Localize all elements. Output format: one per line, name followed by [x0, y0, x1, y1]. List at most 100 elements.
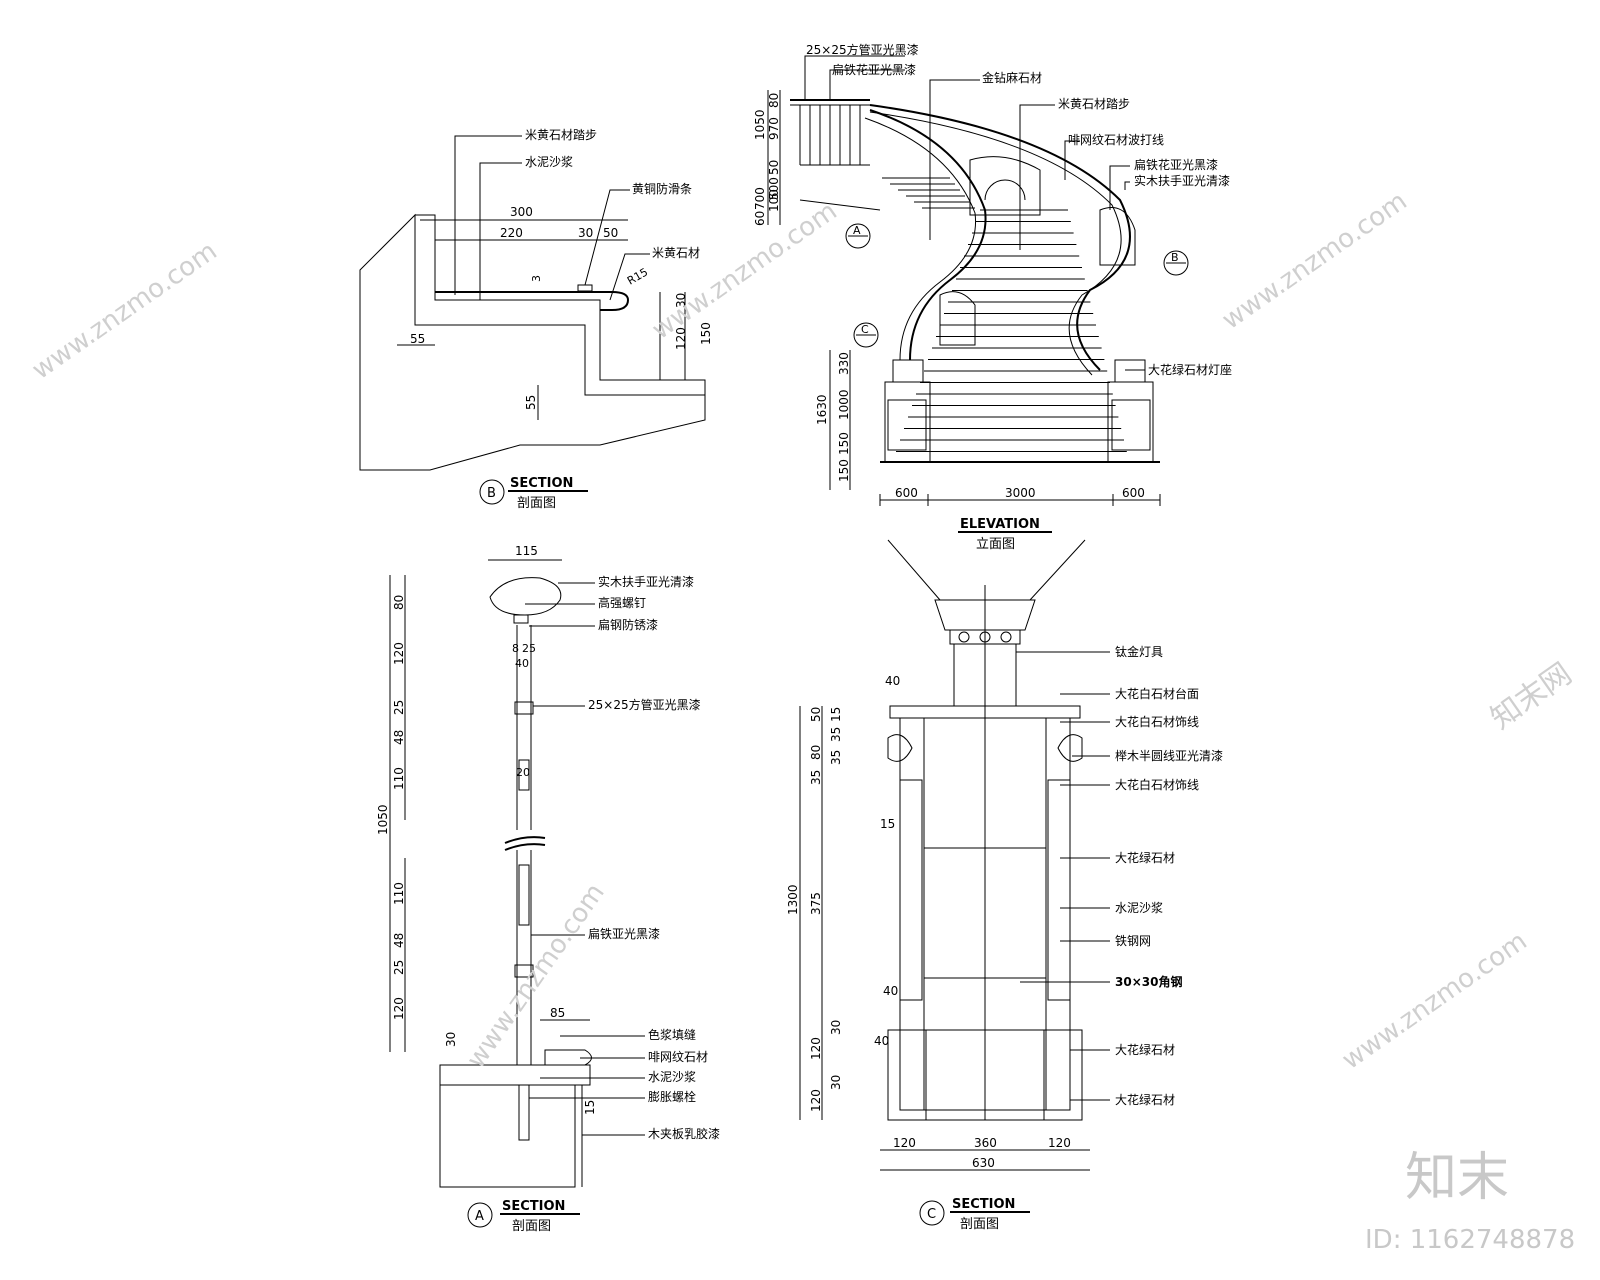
elev-vdim-bottom-0: 330 — [837, 352, 851, 375]
section-a-title: SECTION — [502, 1199, 565, 1214]
section-a-note-screw: 高强螺钉 — [598, 595, 646, 610]
section-b-note-stone: 米黄石材 — [652, 246, 700, 260]
elev-vdim-top-5: 700 — [753, 187, 767, 210]
section-c-marker — [919, 1200, 945, 1226]
section-c-ldim-40c: 40 — [874, 1034, 889, 1048]
elev-vdim-top-3: 50 — [767, 160, 781, 175]
section-a-subtitle: 剖面图 — [512, 1219, 551, 1234]
elev-note-tube: 25×25方管亚光黑漆 — [806, 42, 919, 57]
section-c-subtitle: 剖面图 — [960, 1217, 999, 1232]
section-b-dim-220: 220 — [500, 226, 523, 240]
section-b-title: SECTION — [510, 476, 573, 491]
section-a-vdim-3: 48 — [392, 730, 406, 745]
watermark-brand: 知末 — [1405, 1148, 1509, 1208]
section-b-dim-300: 300 — [510, 205, 533, 219]
elev-vdim-top-4: 500 — [767, 177, 781, 200]
section-c-vdim-4: 35 — [829, 750, 843, 765]
watermark-site-1: www.znzmo.com — [27, 236, 223, 386]
section-c-vdim-0: 50 — [809, 707, 823, 722]
elev-note-tread: 米黄石材踏步 — [1058, 97, 1130, 111]
section-a-vdim-8: 25 — [392, 960, 406, 975]
section-c-title: SECTION — [952, 1197, 1015, 1212]
elev-marker-a: A — [845, 223, 871, 249]
section-b-dim-55a: 55 — [410, 332, 425, 346]
section-a-note-tube: 25×25方管亚光黑漆 — [588, 697, 701, 712]
elev-vdim-top-0: 80 — [767, 93, 781, 108]
section-a-dim-15: 15 — [583, 1100, 597, 1115]
elev-vdim-top-7: 60 — [753, 211, 767, 226]
watermark-cn-1: 知末网 — [1485, 656, 1579, 736]
section-c-vdim-2: 35 — [829, 727, 843, 742]
section-c-vdim-7: 375 — [809, 892, 823, 915]
elev-note-border: 啡网纹石材波打线 — [1068, 133, 1164, 147]
section-a-dim-115: 115 — [515, 544, 538, 558]
section-a-vdim-2: 25 — [392, 700, 406, 715]
section-c-ldim-40b: 40 — [883, 984, 898, 998]
section-a-note-plywood: 木夹板乳胶漆 — [648, 1126, 720, 1141]
elev-note-granite: 金钻麻石材 — [982, 70, 1042, 85]
section-a-vdim-7: 48 — [392, 933, 406, 948]
watermark-site-4: www.znzmo.com — [461, 878, 611, 1074]
svg-text:C: C — [861, 323, 869, 336]
section-a-note-bolt: 膨胀螺栓 — [648, 1089, 696, 1104]
elev-marker-c: C — [853, 322, 879, 348]
section-c-note-0: 钛金灯具 — [1115, 644, 1163, 659]
elevation-subtitle: 立面图 — [976, 537, 1015, 552]
elev-vdim-top-2: 1050 — [753, 109, 767, 140]
section-a-dim-40: 40 — [515, 657, 529, 670]
section-c-note-5: 大花绿石材 — [1115, 850, 1175, 865]
section-b-dim-30v: 30 — [674, 293, 688, 308]
elev-vdim-bottom-2: 1630 — [815, 394, 829, 425]
section-c-note-6: 水泥沙浆 — [1115, 900, 1163, 915]
section-c-vdim-6: 1300 — [786, 884, 800, 915]
section-b-note-tread: 米黄石材踏步 — [525, 128, 597, 142]
section-c-vdim-9: 120 — [809, 1037, 823, 1060]
elevation-title: ELEVATION — [960, 517, 1040, 532]
section-b-dim-3: 3 — [530, 275, 543, 282]
section-a-dim-30: 30 — [444, 1032, 458, 1047]
elev-vdim-bottom-4: 150 — [837, 459, 851, 482]
section-b-subtitle: 剖面图 — [517, 496, 556, 511]
section-b-marker-letter: B — [487, 486, 496, 501]
section-c-hdim-630: 630 — [972, 1156, 995, 1170]
section-c-note-3: 榉木半圆线亚光清漆 — [1115, 749, 1223, 763]
section-b-marker — [479, 479, 505, 505]
section-c-hdim-360: 360 — [974, 1136, 997, 1150]
section-a-vdim-1: 120 — [392, 642, 406, 665]
watermark: www.znzmo.com www.znzmo.com www.znzmo.co… — [27, 186, 1579, 1255]
section-b-dim-50: 50 — [603, 226, 618, 240]
section-a-note-marble: 啡网纹石材 — [648, 1050, 708, 1064]
section-c-hdim-120-left: 120 — [893, 1136, 916, 1150]
section-b-dim-150: 150 — [699, 322, 713, 345]
section-c-note-8: 30×30角钢 — [1115, 974, 1182, 989]
section-c-vdim-1: 15 — [829, 707, 843, 722]
section-c-ldim-40a: 40 — [885, 674, 900, 688]
section-a-note-flatbar: 扁钢防锈漆 — [598, 617, 658, 632]
section-a-note-grout: 色浆填缝 — [648, 1027, 696, 1042]
elev-note-lampbase: 大花绿石材灯座 — [1148, 362, 1232, 377]
section-a-vdim-0: 80 — [392, 595, 406, 610]
svg-text:B: B — [1171, 251, 1179, 264]
section-a-marker — [467, 1202, 493, 1228]
section-c-vdim-3: 80 — [809, 745, 823, 760]
section-c-note-2: 大花白石材饰线 — [1115, 714, 1199, 729]
section-b-note-mortar: 水泥沙浆 — [525, 154, 573, 169]
section-c-vdim-5: 35 — [809, 770, 823, 785]
elev-vdim-bottom-1: 1000 — [837, 389, 851, 420]
elev-hdim-600-left: 600 — [895, 486, 918, 500]
elev-hdim-3000: 3000 — [1005, 486, 1036, 500]
elev-vdim-top-1: 970 — [767, 117, 781, 140]
section-a-dim-8: 8 — [512, 642, 519, 655]
svg-text:A: A — [853, 224, 861, 237]
section-b-note-antislip: 黄铜防滑条 — [632, 181, 692, 196]
section-b-dim-30: 30 — [578, 226, 593, 240]
watermark-site-2: www.znzmo.com — [647, 196, 843, 346]
elev-note-handrail: 实木扶手亚光清漆 — [1134, 173, 1230, 188]
elev-vdim-bottom-3: 150 — [837, 432, 851, 455]
section-a-marker-letter: A — [475, 1209, 484, 1224]
section-a-note-iron: 扁铁亚光黑漆 — [588, 927, 660, 941]
